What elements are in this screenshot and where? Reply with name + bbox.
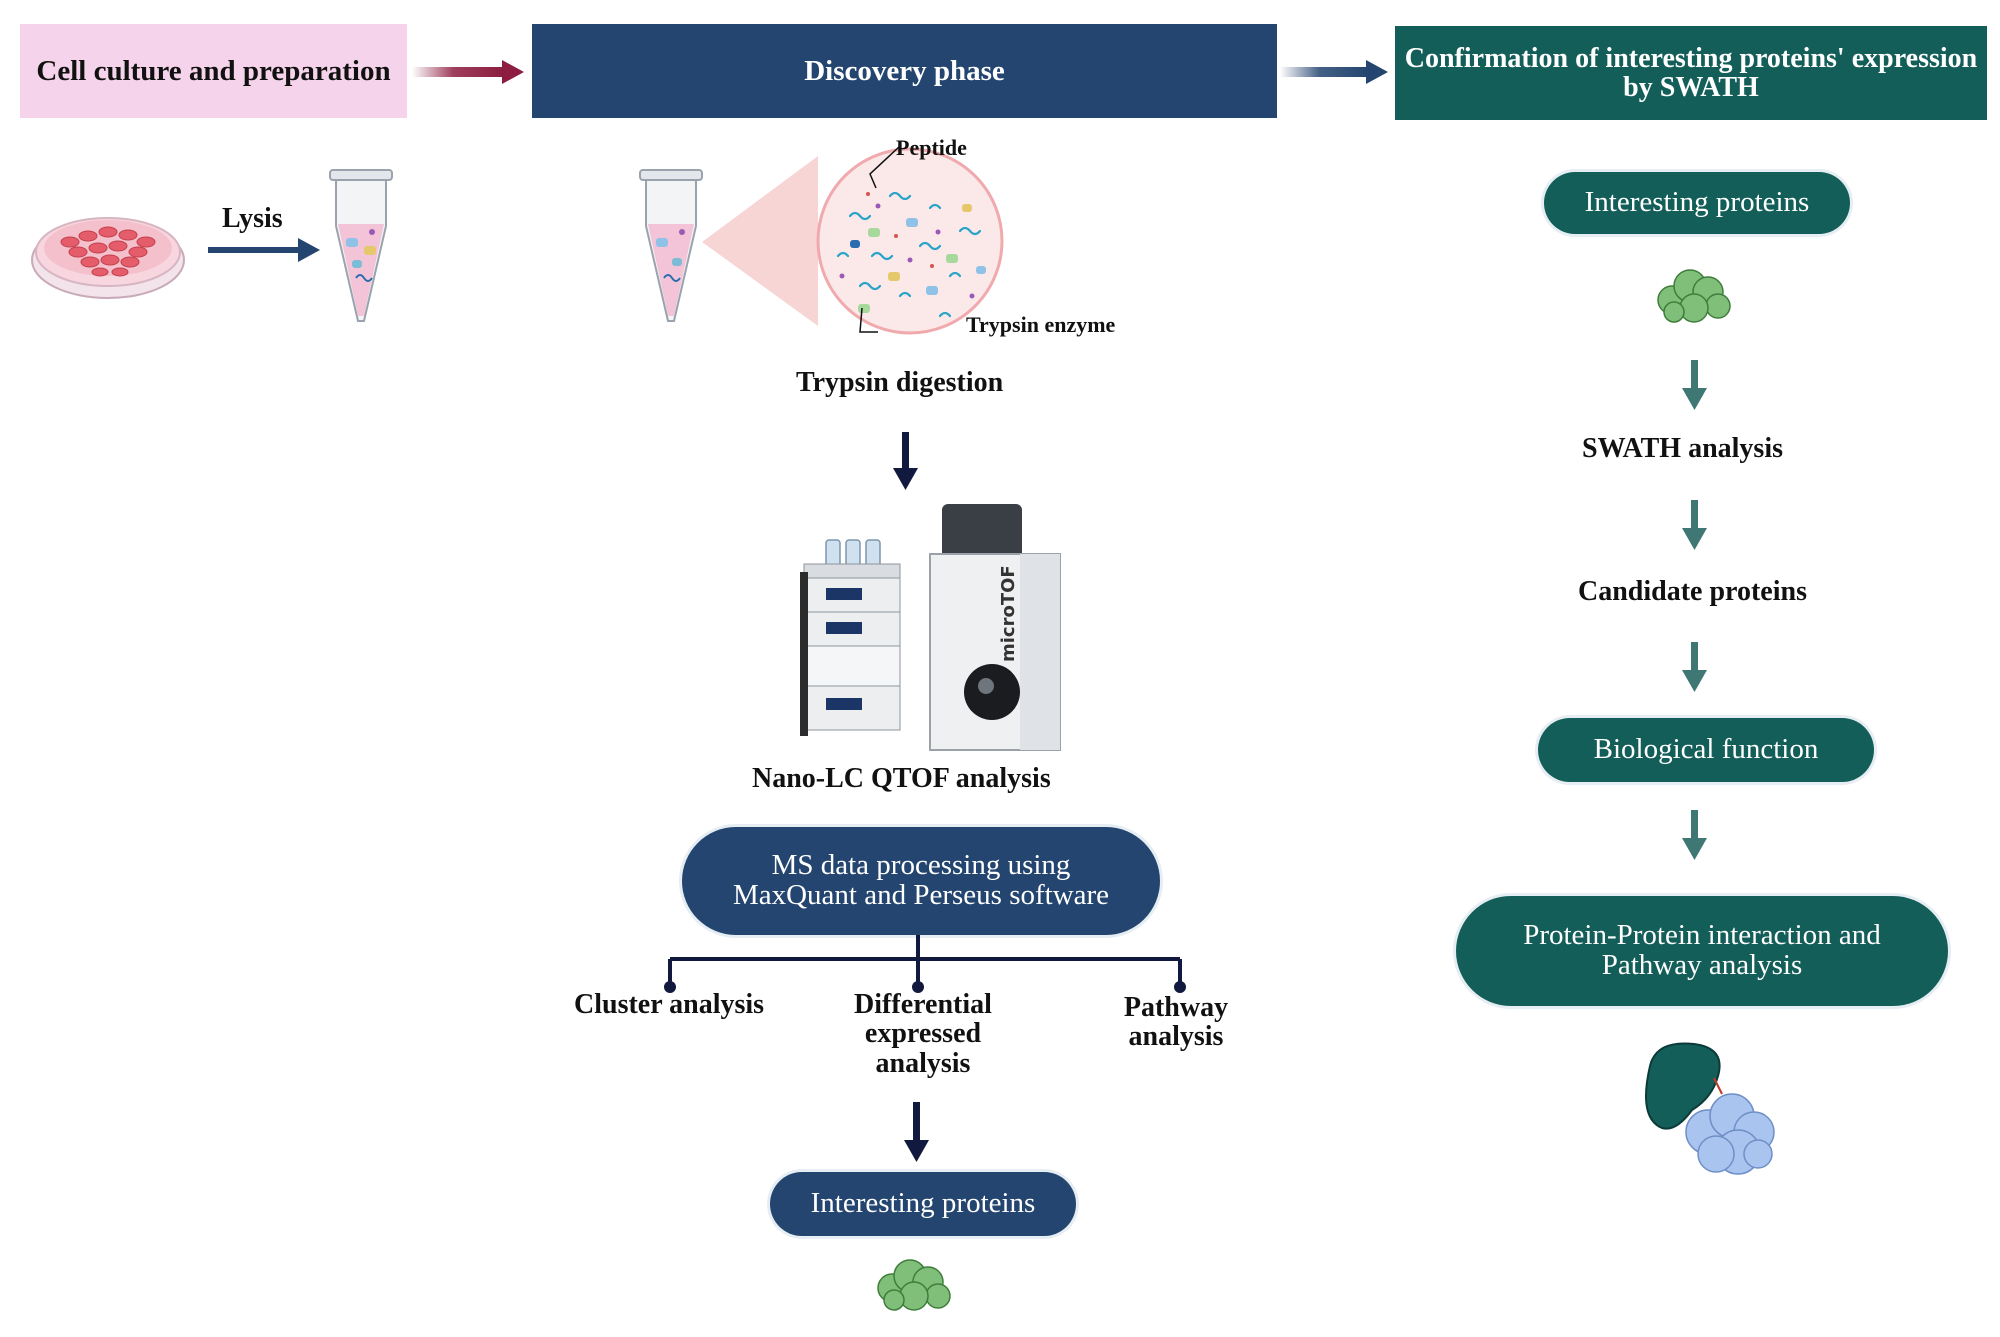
arrow-to-ppi (1682, 810, 1707, 860)
swath-analysis-label: SWATH analysis (1582, 433, 1783, 464)
ppi-pathway-pill: Protein-Protein interaction and Pathway … (1456, 896, 1948, 1006)
lysis-label: Lysis (222, 203, 283, 234)
petri-dish-icon (31, 217, 185, 299)
interesting-proteins-pill-discovery: Interesting proteins (770, 1172, 1076, 1236)
cluster-analysis-label: Cluster analysis (574, 989, 765, 1020)
interesting-proteins-text-confirmation: Interesting proteins (1584, 186, 1810, 219)
ppi-pathway-text: Protein-Protein interaction and Pathway … (1523, 919, 1881, 981)
microtof-instrument-icon: microTOF (929, 504, 1061, 751)
trypsin-enzyme-label: Trypsin enzyme (966, 312, 1116, 337)
biological-function-text: Biological function (1593, 733, 1819, 766)
protein-blob-icon-discovery (877, 1259, 951, 1311)
interesting-proteins-pill-confirmation: Interesting proteins (1544, 172, 1850, 234)
candidate-proteins-label: Candidate proteins (1578, 576, 1807, 607)
peptide-label: Peptide (896, 135, 967, 160)
tube-digestion-icon (639, 169, 703, 322)
ms-data-processing-pill: MS data processing using MaxQuant and Pe… (682, 827, 1160, 935)
arrow-to-candidate (1682, 500, 1707, 550)
trypsin-digestion-label: Trypsin digestion (796, 367, 1004, 398)
confirmation-header: Confirmation of interesting proteins' ex… (1395, 26, 1987, 120)
nano-lc-qtof-label: Nano-LC QTOF analysis (752, 763, 1051, 794)
microtof-brand-text: microTOF (998, 565, 1019, 662)
discovery-phase-header: Discovery phase (532, 24, 1277, 118)
biological-function-pill: Biological function (1538, 718, 1874, 782)
header-arrow-discovery-to-confirmation (1280, 60, 1388, 84)
header-arrow-cell-to-discovery (412, 60, 524, 84)
ms-data-processing-text: MS data processing using MaxQuant and Pe… (732, 849, 1110, 911)
arrow-to-nano-lc (893, 432, 918, 490)
arrow-to-biological-function (1682, 642, 1707, 692)
protein-blob-icon-confirmation (1657, 269, 1731, 323)
magnified-digestion-circle (702, 145, 1004, 335)
lysis-arrow (208, 238, 320, 262)
interesting-proteins-text-discovery: Interesting proteins (810, 1187, 1036, 1220)
arrow-to-interesting-proteins (904, 1102, 929, 1162)
protein-interaction-icon (1645, 1042, 1775, 1175)
tube-lysate-icon (329, 169, 393, 322)
analysis-branch-connector (664, 935, 1186, 993)
nano-lc-stack-icon (800, 539, 901, 736)
pathway-analysis-label: Pathway analysis (1123, 992, 1229, 1053)
cell-culture-header: Cell culture and preparation (20, 24, 407, 118)
arrow-to-swath (1682, 360, 1707, 410)
differential-expressed-label: Differential expressed analysis (854, 989, 992, 1079)
